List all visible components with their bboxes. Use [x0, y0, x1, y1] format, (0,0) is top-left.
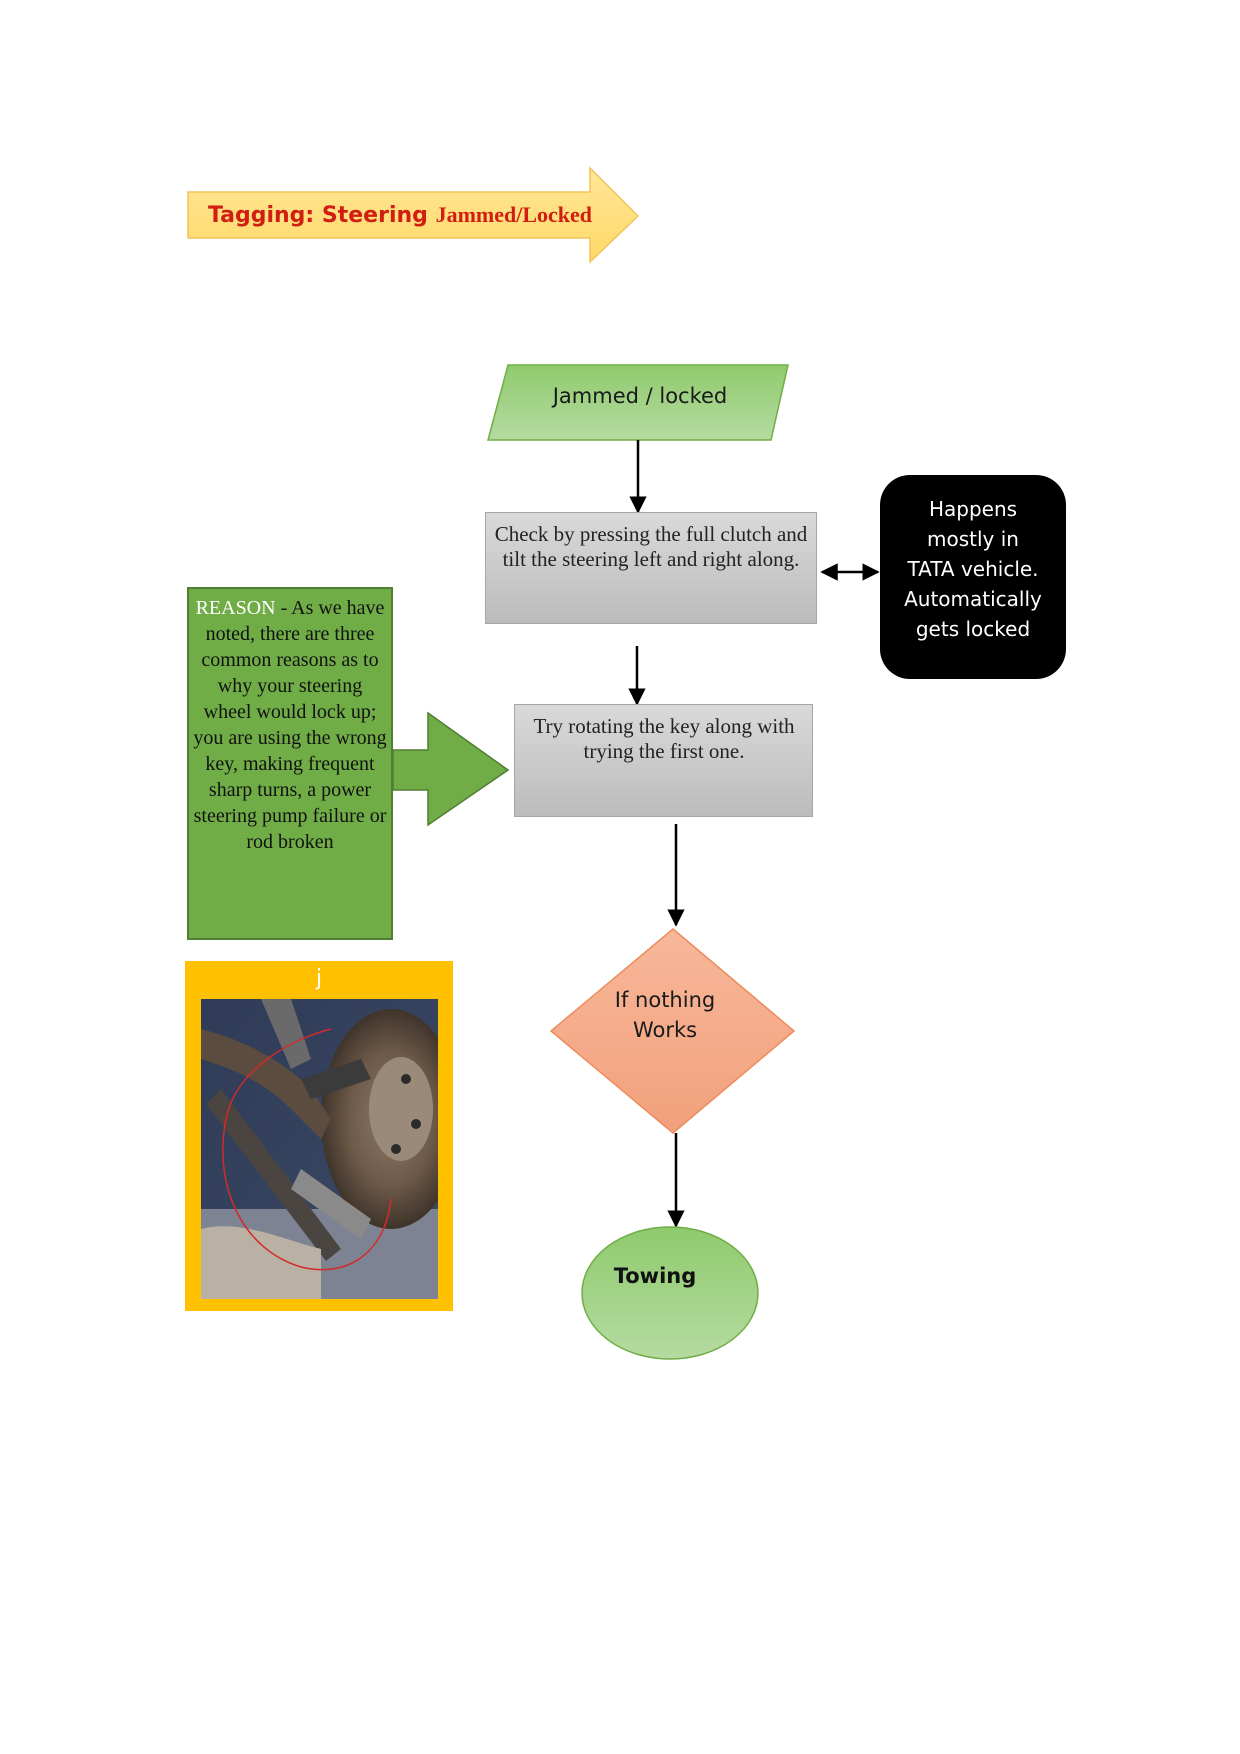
- decision-label: If nothing Works: [600, 985, 730, 1045]
- rotate-key-step-box: [514, 704, 813, 817]
- steering-rod-photo: [201, 999, 438, 1299]
- rotate-key-step-label: Try rotating the key along with trying t…: [533, 714, 795, 763]
- tata-note-line: TATA vehicle.: [907, 557, 1039, 581]
- tata-note-box: [880, 475, 1066, 679]
- end-label: Towing: [613, 1264, 697, 1288]
- start-label: Jammed / locked: [552, 384, 728, 408]
- tag-label-suffix: Jammed/Locked: [435, 202, 593, 227]
- reason-body: - As we have noted, there are three comm…: [193, 597, 387, 853]
- check-step-label: Check by pressing the full clutch and ti…: [494, 522, 808, 571]
- reason-box: [187, 587, 393, 940]
- tata-note-line: gets locked: [915, 617, 1031, 641]
- reason-pointer-arrow: [392, 711, 510, 827]
- reason-text: REASON - As we have noted, there are thr…: [193, 595, 387, 855]
- tag-label: Tagging: Steering Jammed/Locked: [190, 202, 610, 228]
- decision-shape: [549, 928, 796, 1134]
- tag-arrow-shape: [187, 166, 640, 264]
- tata-note-text: Happens mostly in TATA vehicle. Automati…: [885, 494, 1061, 644]
- decision-line: If nothing: [614, 988, 716, 1012]
- start-shape: [487, 364, 789, 441]
- tag-label-prefix: Tagging: Steering: [207, 203, 436, 228]
- photo-caption: j: [315, 966, 323, 991]
- check-step-box: [485, 512, 817, 624]
- tata-note-line: Happens: [928, 497, 1018, 521]
- tata-note-line: mostly in: [927, 527, 1019, 551]
- end-shape: [581, 1226, 759, 1360]
- tata-note-line: Automatically: [904, 587, 1042, 611]
- reason-label: REASON: [195, 597, 276, 619]
- decision-line: Works: [632, 1018, 698, 1042]
